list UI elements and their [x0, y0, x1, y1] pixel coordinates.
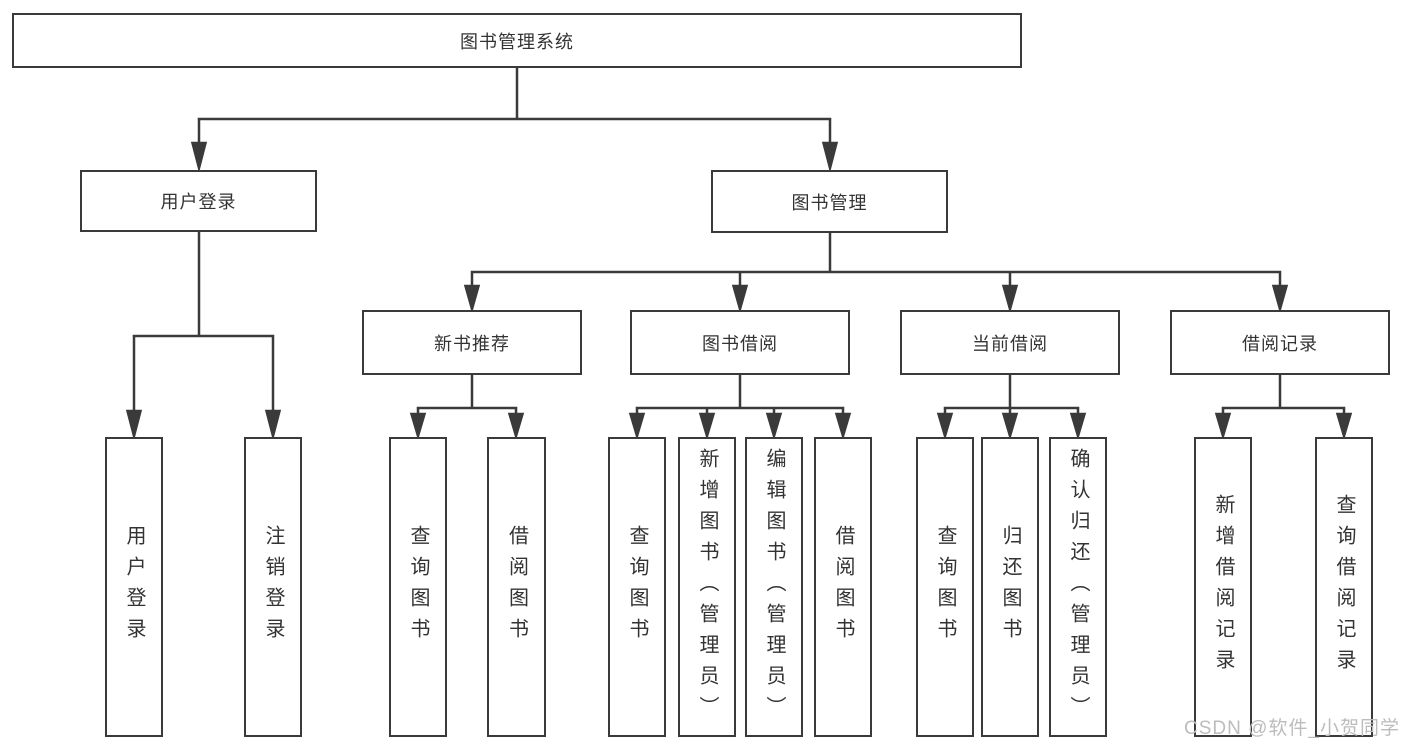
connector-user-login-to-leaves — [125, 232, 282, 441]
leaf-label: 查询图书 — [626, 525, 648, 649]
leaf-query-book-recommend: 查询图书 — [389, 437, 447, 737]
leaf-label: 查询图书 — [934, 525, 956, 649]
leaf-query-book-current: 查询图书 — [916, 437, 974, 737]
leaf-query-book-borrow: 查询图书 — [608, 437, 666, 737]
connector-root-to-level2 — [190, 68, 839, 173]
leaf-borrow-book: 借阅图书 — [814, 437, 872, 737]
leaf-label: 借阅图书 — [505, 525, 528, 649]
connector-book-borrow-to-leaves — [628, 375, 852, 441]
leaf-label: 注销登录 — [262, 525, 284, 649]
leaf-borrow-book-recommend: 借阅图书 — [487, 437, 546, 737]
leaf-label: 编辑图书（管理员） — [763, 447, 785, 727]
node-label: 借阅记录 — [1242, 333, 1318, 354]
leaf-label: 用户登录 — [123, 525, 145, 649]
leaf-user-login: 用户登录 — [105, 437, 163, 737]
node-book-management: 图书管理 — [711, 170, 948, 233]
leaf-label: 确认归还（管理员） — [1067, 447, 1089, 727]
leaf-add-borrow-record: 新增借阅记录 — [1194, 437, 1252, 737]
node-book-borrow: 图书借阅 — [630, 310, 850, 375]
leaf-edit-book-admin: 编辑图书（管理员） — [745, 437, 803, 737]
leaf-label: 新增图书（管理员） — [696, 447, 718, 727]
connector-current-borrow-to-leaves — [936, 375, 1087, 441]
node-current-borrow: 当前借阅 — [900, 310, 1120, 375]
node-label: 图书借阅 — [702, 333, 778, 354]
leaf-return-book: 归还图书 — [981, 437, 1039, 737]
leaf-label: 查询借阅记录 — [1333, 494, 1355, 680]
connector-borrow-record-to-leaves — [1214, 375, 1353, 441]
leaf-add-book-admin: 新增图书（管理员） — [678, 437, 736, 737]
leaf-label: 新增借阅记录 — [1212, 494, 1234, 680]
node-new-book-recommend: 新书推荐 — [362, 310, 582, 375]
node-label: 图书管理 — [791, 192, 868, 213]
node-label: 用户登录 — [160, 192, 237, 212]
leaf-label: 查询图书 — [407, 525, 429, 649]
node-label: 新书推荐 — [434, 333, 510, 354]
csdn-watermark: CSDN @软件_小贺同学 — [1184, 718, 1400, 739]
node-root-system: 图书管理系统 — [12, 13, 1022, 68]
leaf-confirm-return-admin: 确认归还（管理员） — [1049, 437, 1107, 737]
node-label: 图书管理系统 — [460, 31, 574, 52]
leaf-logout: 注销登录 — [244, 437, 302, 737]
node-borrow-records: 借阅记录 — [1170, 310, 1390, 375]
leaf-label: 借阅图书 — [832, 525, 854, 649]
connector-new-book-to-leaves — [409, 375, 525, 441]
leaf-label: 归还图书 — [999, 525, 1021, 649]
leaf-query-borrow-record: 查询借阅记录 — [1315, 437, 1373, 737]
connector-book-management-to-level3 — [463, 233, 1289, 314]
node-label: 当前借阅 — [972, 333, 1048, 354]
node-user-login: 用户登录 — [80, 170, 317, 232]
